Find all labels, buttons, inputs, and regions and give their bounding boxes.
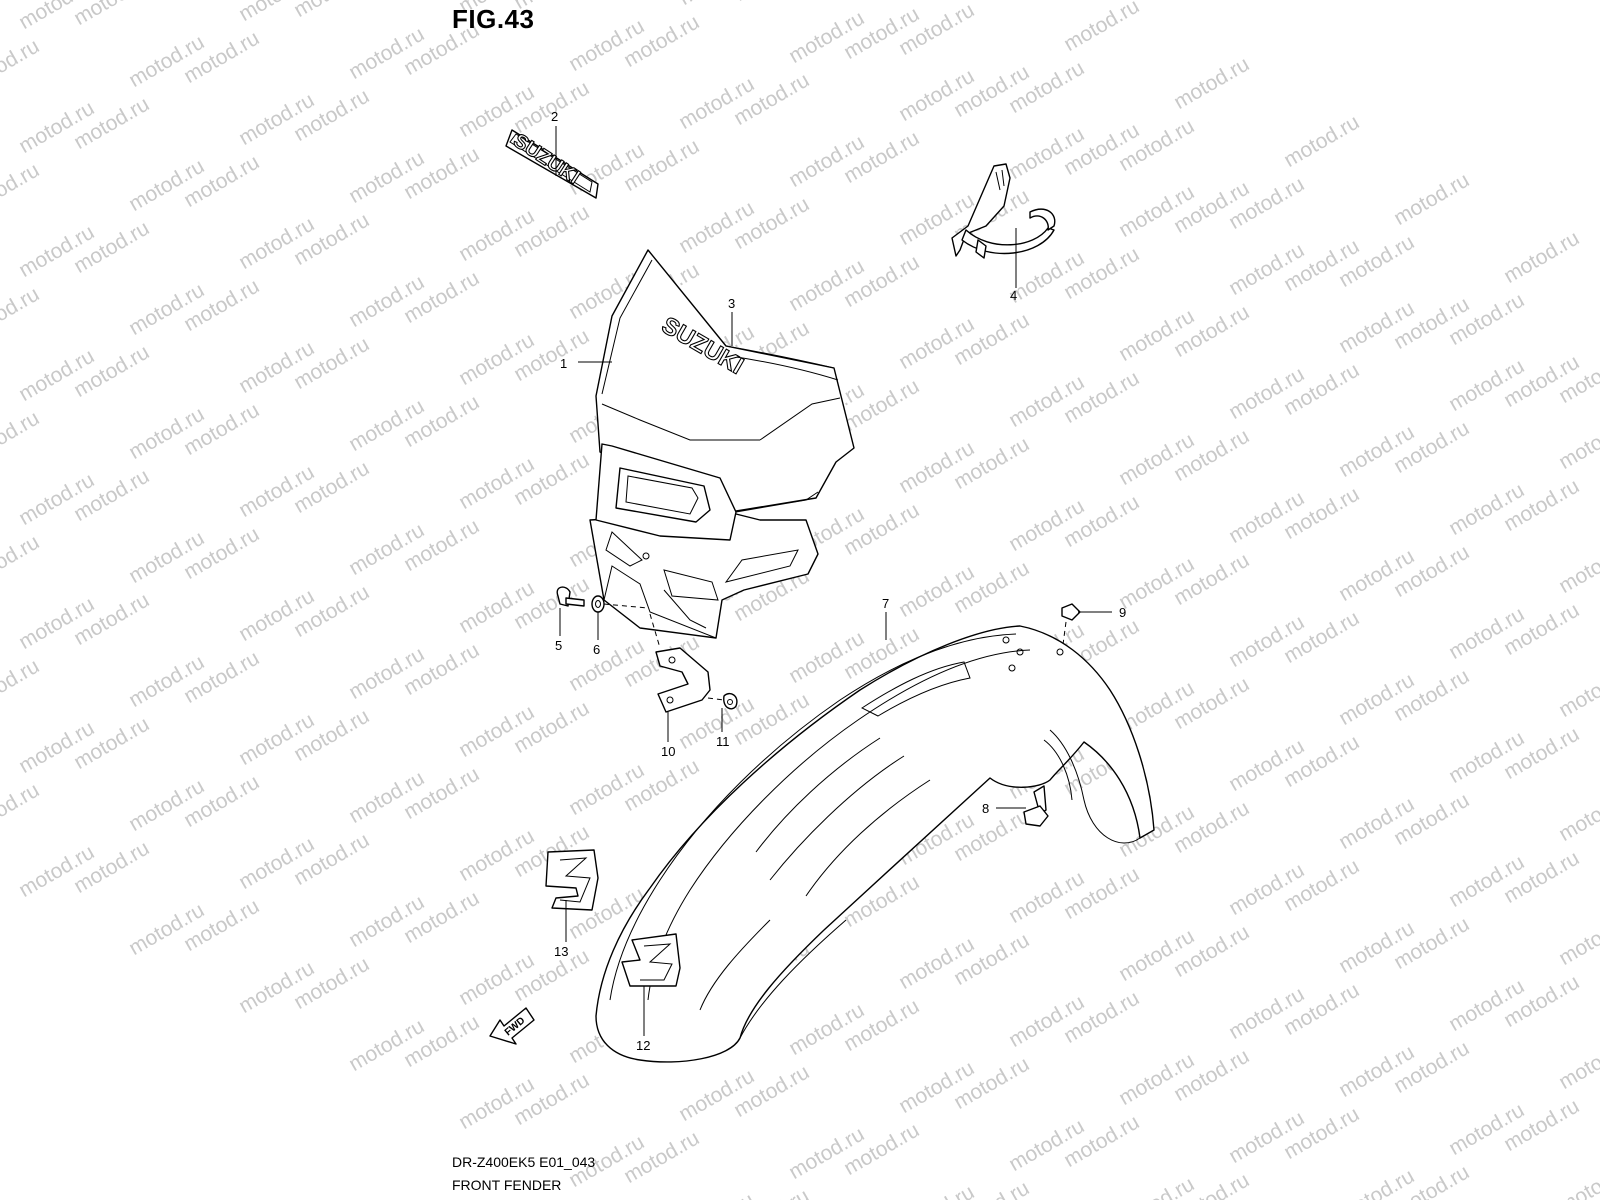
figure-title: FIG.43: [452, 4, 535, 34]
callouts: [555, 126, 1112, 1036]
emblem-logo-text: SUZUKI: [509, 130, 583, 189]
part-number-3: 3: [728, 296, 735, 311]
screw-11-leader: [707, 697, 725, 701]
part-number-9: 9: [1119, 605, 1126, 620]
part-number-5: 5: [555, 638, 562, 653]
screw-leader: [603, 603, 649, 609]
headlight-bracket[interactable]: [951, 163, 1056, 259]
part-number-12: 12: [636, 1038, 650, 1053]
fender-emblem[interactable]: [621, 933, 681, 987]
emblem[interactable]: [545, 849, 599, 911]
screw-5[interactable]: [556, 586, 585, 607]
suzuki-emblem[interactable]: SUZUKI: [505, 129, 599, 199]
headlight-cover[interactable]: SUZUKI: [589, 249, 855, 639]
fwd-arrow-icon: FWD: [489, 1007, 535, 1045]
section-name: FRONT FENDER: [452, 1177, 562, 1193]
front-fender[interactable]: [595, 625, 1155, 1063]
part-number-11: 11: [716, 734, 730, 749]
part-number-10: 10: [661, 744, 675, 759]
part-number-8: 8: [982, 801, 989, 816]
stay[interactable]: [649, 613, 711, 713]
part-number-1: 1: [560, 356, 567, 371]
washer-6[interactable]: [591, 595, 605, 613]
nut-9[interactable]: [1061, 603, 1081, 621]
part-number-4: 4: [1010, 288, 1017, 303]
part-number-13: 13: [554, 944, 568, 959]
part-number-2: 2: [551, 109, 558, 124]
screw-11[interactable]: [723, 692, 738, 710]
bolt-8[interactable]: [1023, 785, 1049, 827]
part-number-7: 7: [882, 596, 889, 611]
part-number-6: 6: [593, 642, 600, 657]
model-code: DR-Z400EK5 E01_043: [452, 1154, 596, 1170]
